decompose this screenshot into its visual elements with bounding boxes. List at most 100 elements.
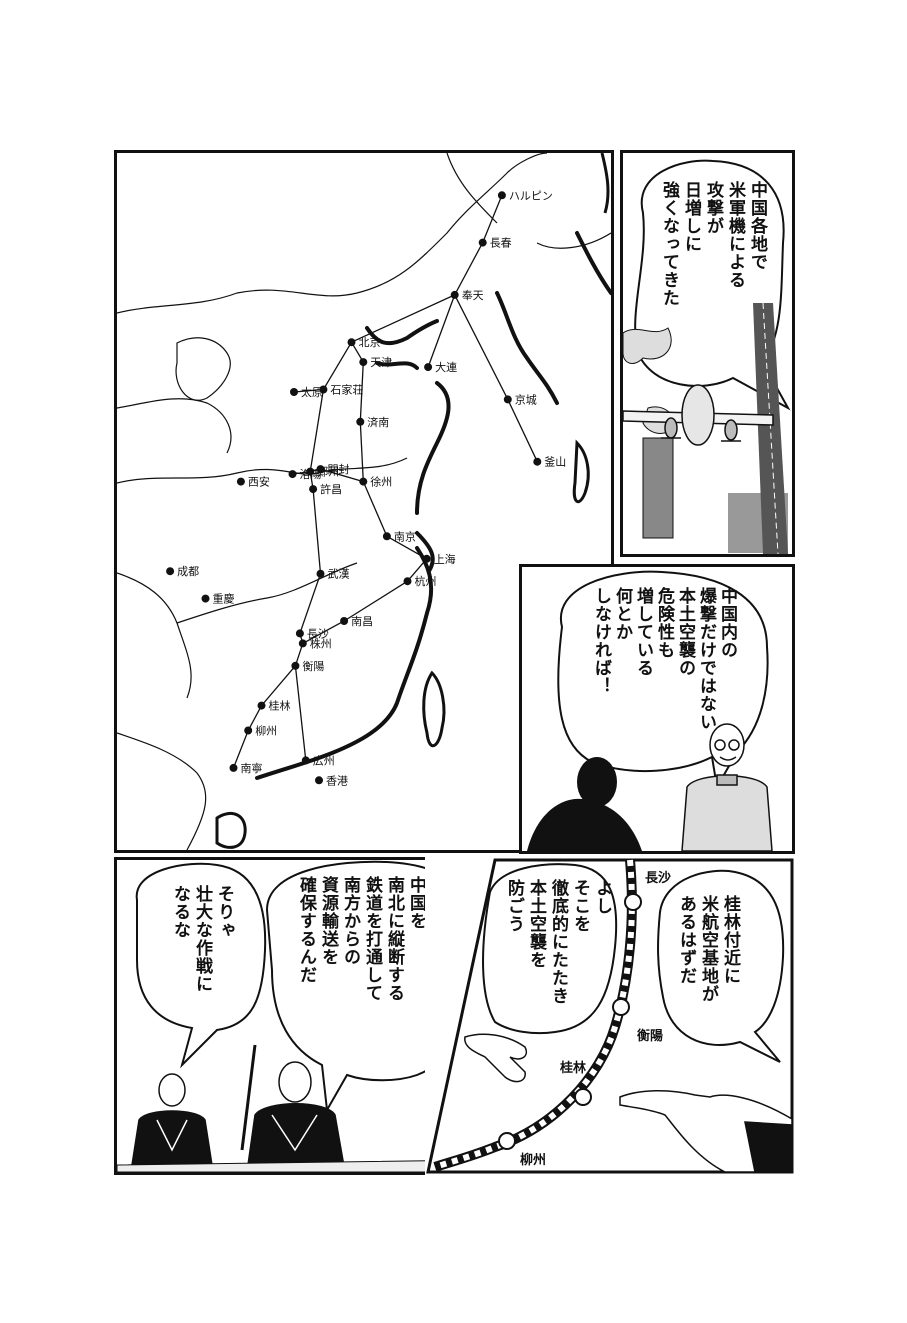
city-label: 南京 [394,529,416,543]
city-label: 杭州 [415,574,437,588]
officer-left [131,1073,213,1166]
city-dot [306,467,315,476]
city-dot [503,395,512,404]
railway-panel: よし そこを 徹底的にたたき 本土空襲を 防ごう 桂林付近に 米航空基地が ある… [425,857,795,1175]
city-dot [319,385,328,394]
city-dot [257,701,266,710]
islands [215,153,610,849]
officers-scene [117,860,484,1172]
city-label: 長春 [490,237,512,250]
rail-line [293,388,324,393]
tojo-scene [527,570,773,851]
silhouette-figure [527,757,642,851]
china-map: ハルピン長春奉天北京天津大連京城太原石家荘済南釜山西安洛陽鄭州開封徐州許昌南京上… [117,153,611,850]
city-label: 桂林 [269,699,291,713]
plane-scene [623,159,791,554]
speech-text: 中国内の 爆撃だけではない 本土空襲の 危険性も 増している 何とか しなければ… [591,587,737,731]
bomber-plane-icon [623,384,774,446]
city-dot [424,363,433,372]
officers-panel: そりゃ 壮大な作戦に なるな ついでに 中国を 南北に縦断する 鉄道を打通して … [114,857,487,1175]
city-dot [316,465,325,474]
city-dot [422,554,431,563]
general-figure [681,723,773,851]
city-dot [533,457,542,466]
city-dot [382,532,391,541]
rail-line [454,294,538,462]
rail-line [350,341,428,582]
speech-text-left: そりゃ 壮大な作戦に なるな [170,885,234,993]
rail-label-guilin: 桂林 [560,1061,587,1076]
map-panel: ハルピン長春奉天北京天津大連京城太原石家荘済南釜山西安洛陽鄭州開封徐州許昌南京上… [114,150,614,853]
city-label: 徐州 [370,475,392,489]
speech-bubble-left [135,862,267,1069]
speech-bubble-left [482,863,618,1035]
railway-line [433,859,637,1172]
city-label: 株州 [310,636,332,650]
rail-line [351,195,503,343]
city-label: 太原 [301,386,323,399]
city-label: 長沙 [307,627,329,640]
city-dot [497,191,506,200]
city-label: 香港 [326,774,348,787]
terrain [642,302,788,554]
city-dot [347,338,356,347]
city-label: ハルピン [509,189,553,202]
map-table [117,1159,484,1172]
city-label: 許昌 [320,483,342,496]
city-dot [315,776,323,785]
city-label: 南昌 [351,615,373,628]
speech-text-left: よし そこを 徹底的にたたき 本土空襲を 防ごう [504,879,612,1005]
city-label: 重慶 [213,592,235,606]
plane-panel: 中国各地で 米軍機による 攻撃が 日増しに 強くなってきた [620,150,795,557]
city-label: 広州 [313,754,335,767]
rail-stations [498,893,642,1150]
officer-right [240,1044,346,1172]
city-label: 天津 [370,356,392,369]
coastline [255,231,611,780]
city-dot [359,358,368,367]
city-label: 開封 [328,462,350,476]
city-dot [298,639,307,648]
city-dot [295,629,304,638]
city-dot [403,577,412,586]
city-label: 北京 [359,335,381,349]
city-label: 成都 [177,565,199,578]
city-dot [340,617,349,625]
city-label: 済南 [367,415,389,429]
city-dot [356,417,365,426]
city-dot [359,477,368,486]
city-dot [301,756,310,765]
city-label: 釜山 [544,455,566,469]
rail-line [427,294,456,368]
city-label: 大連 [435,360,457,374]
rail-line [292,468,364,483]
city-dot [291,661,300,670]
hand-left-icon [464,1033,527,1083]
city-label: 南寧 [241,761,263,775]
city-dot [288,470,297,479]
speech-bubble-right [657,869,785,1063]
city-label: 石家荘 [330,383,363,397]
city-label: 奉天 [462,288,484,302]
city-dot [316,569,325,578]
city-dot [244,726,253,735]
city-dot [229,763,238,772]
city-dot [290,388,298,396]
city-label: 柳州 [255,724,277,738]
tojo-panel: 中国内の 爆撃だけではない 本土空襲の 危険性も 増している 何とか しなければ… [519,564,795,854]
city-label: 上海 [434,552,456,566]
city-dot [166,567,175,576]
speech-text-right: 桂林付近に 米航空基地が あるはずだ [676,895,740,1003]
pointing-hand-icon [619,1089,793,1173]
rail-label-hengyang: 衡陽 [637,1029,664,1044]
city-markers: ハルピン長春奉天北京天津大連京城太原石家荘済南釜山西安洛陽鄭州開封徐州許昌南京上… [166,189,566,787]
city-dot [236,477,245,486]
city-dot [450,290,459,299]
rail-line [232,341,353,769]
rail-label-liuzhou: 柳州 [520,1153,547,1168]
city-dot [201,594,210,603]
city-label: 武漢 [328,568,350,581]
city-label: 京城 [515,392,537,406]
city-label: 衡陽 [302,660,324,673]
rail-line [294,665,307,761]
